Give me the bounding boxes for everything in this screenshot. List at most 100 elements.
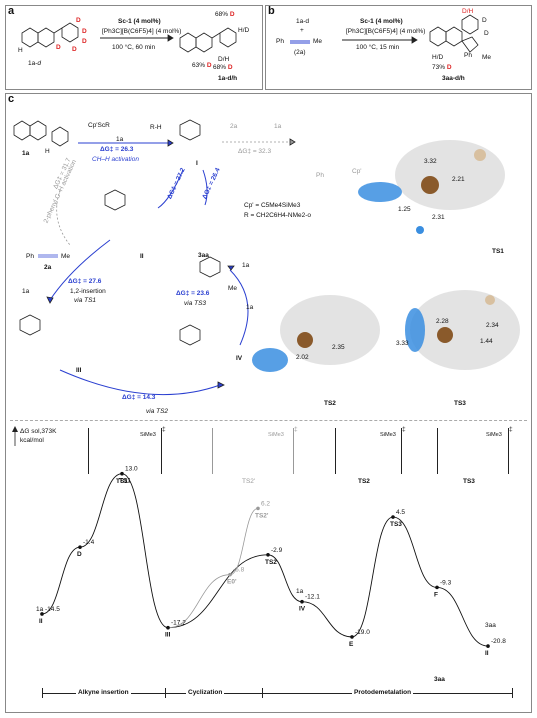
stage-tick xyxy=(42,688,43,698)
via-ts3: via TS3 xyxy=(184,300,207,307)
profile-point-label: E xyxy=(349,641,354,648)
alkyne-me: Me xyxy=(313,38,323,45)
panel-a xyxy=(5,5,263,90)
ts-dagger: ‡ xyxy=(162,426,166,433)
pct-top: 68% D xyxy=(215,11,235,18)
panel-c xyxy=(5,93,532,713)
gray-dg: ΔG‡ = 32.3 xyxy=(238,148,272,155)
pct-b: 73% D xyxy=(432,64,452,71)
ts1-label: TS1 xyxy=(492,248,504,255)
reactant-label: 1a-d xyxy=(28,60,42,67)
ts-box-ts1 xyxy=(88,428,162,474)
profile-value: -19.0 xyxy=(355,629,370,636)
ts-box-label: TS2 xyxy=(358,478,370,485)
legend-r: R = CH2C6H4-NMe2-o xyxy=(244,212,312,219)
s1a-right: 1a xyxy=(246,304,254,311)
me-3aa: Me xyxy=(228,285,238,292)
legend-cp: Cp' = C5Me4SiMe3 xyxy=(244,202,301,209)
h-label: H xyxy=(18,47,23,54)
gray-2a: 2a xyxy=(230,123,238,130)
sime3: SiMe3 xyxy=(268,432,284,438)
profile-value: -1.4 xyxy=(83,539,95,546)
s2a: 2a xyxy=(44,264,52,271)
d-b1: D xyxy=(482,17,487,24)
iv-label: IV xyxy=(236,355,243,362)
cat-label: Cp'ScR xyxy=(88,122,110,129)
lbl-3aa-struct: 3aa xyxy=(434,676,445,683)
profile-value: -12.1 xyxy=(305,594,320,601)
ts2-d1: 2.02 xyxy=(296,354,309,361)
profile-point xyxy=(78,545,82,549)
cond-act-b: [Ph3C][B(C6F5)4] (4 mol%) xyxy=(346,28,426,35)
cond-temp-b: 100 °C, 15 min xyxy=(356,44,400,51)
profile-point-label: II xyxy=(485,650,489,657)
ts3-d1: 2.28 xyxy=(436,318,449,325)
dg-pd: ΔG‡ = 23.6 xyxy=(176,290,210,297)
panel-c-label: c xyxy=(8,93,15,105)
profile-value: -20.8 xyxy=(491,638,506,645)
ii-label: II xyxy=(140,253,144,260)
cond-cat-b: Sc-1 (4 mol%) xyxy=(360,18,403,25)
pct-bottom: 68% D xyxy=(213,64,233,71)
ch-act: CH–H activation xyxy=(92,156,139,163)
sime3: SiMe3 xyxy=(140,432,156,438)
lbl-3aa: 3aa xyxy=(485,622,496,629)
profile-point xyxy=(266,552,270,557)
profile-point xyxy=(350,635,354,639)
gray-1a: 1a xyxy=(274,123,282,130)
profile-point xyxy=(435,585,439,590)
ts-box-ts2p xyxy=(212,428,294,474)
cond-act: [Ph3C][B(C6F5)4] (4 mol%) xyxy=(102,28,182,35)
ts-dagger: ‡ xyxy=(402,426,406,433)
d-label: D xyxy=(82,38,87,45)
profile-point-label: III xyxy=(165,632,171,639)
profile-value: -2.9 xyxy=(271,547,283,554)
panel-b-label: b xyxy=(268,5,275,17)
via-ts1: via TS1 xyxy=(74,297,97,304)
profile-point-label: F xyxy=(434,591,438,598)
stage-tick xyxy=(512,688,513,698)
alkyne-me-c: Me xyxy=(61,253,71,260)
stage-2: Cyclization xyxy=(186,689,225,697)
profile-point xyxy=(120,471,124,476)
dh-bottom: D/H xyxy=(218,56,230,63)
dg-ins: ΔG‡ = 27.6 xyxy=(68,278,102,285)
profile-point-label: IV xyxy=(299,606,306,613)
profile-value: 6.2 xyxy=(261,500,270,507)
cond-temp: 100 °C, 60 min xyxy=(112,44,156,51)
via-ts2: via TS2 xyxy=(146,408,169,415)
stage-1: Alkyne insertion xyxy=(76,689,131,697)
profile-value: -9.3 xyxy=(440,579,452,586)
profile-point-label: TS3 xyxy=(390,521,402,528)
profile-point-label: D xyxy=(77,551,82,558)
pct-left: 63% D xyxy=(192,62,212,69)
sime3: SiMe3 xyxy=(486,432,502,438)
product-label-b: 3aa-d/h xyxy=(442,75,465,82)
profile-value: -6.8 xyxy=(233,567,245,574)
profile-point xyxy=(486,644,490,648)
profile-point xyxy=(391,515,395,519)
hd-b: H/D xyxy=(432,54,444,61)
profile-point-label: TS2' xyxy=(255,512,269,519)
s1a-top: 1a xyxy=(116,136,124,143)
ts-dagger: ‡ xyxy=(294,426,298,433)
panel-a-label: a xyxy=(8,5,15,17)
profile-point-label: TS1 xyxy=(119,478,131,485)
ts2-d2: 2.35 xyxy=(332,344,345,351)
profile-value: -17.2 xyxy=(171,620,186,627)
d-label: D xyxy=(76,17,81,24)
ts1-d3: 1.25 xyxy=(398,206,411,213)
ts-box-label: TS1 xyxy=(116,478,128,485)
ts3-d3: 2.34 xyxy=(486,322,499,329)
ts1-d1: 3.32 xyxy=(424,158,437,165)
gray-cp: Cp' xyxy=(352,168,362,175)
reagent-top: 1a-d xyxy=(296,18,310,25)
profile-point xyxy=(256,506,260,511)
ts2-model xyxy=(252,295,380,372)
i-label: I xyxy=(196,160,198,167)
me-b: Me xyxy=(482,54,492,61)
alkyne-ph-c: Ph xyxy=(26,253,34,260)
